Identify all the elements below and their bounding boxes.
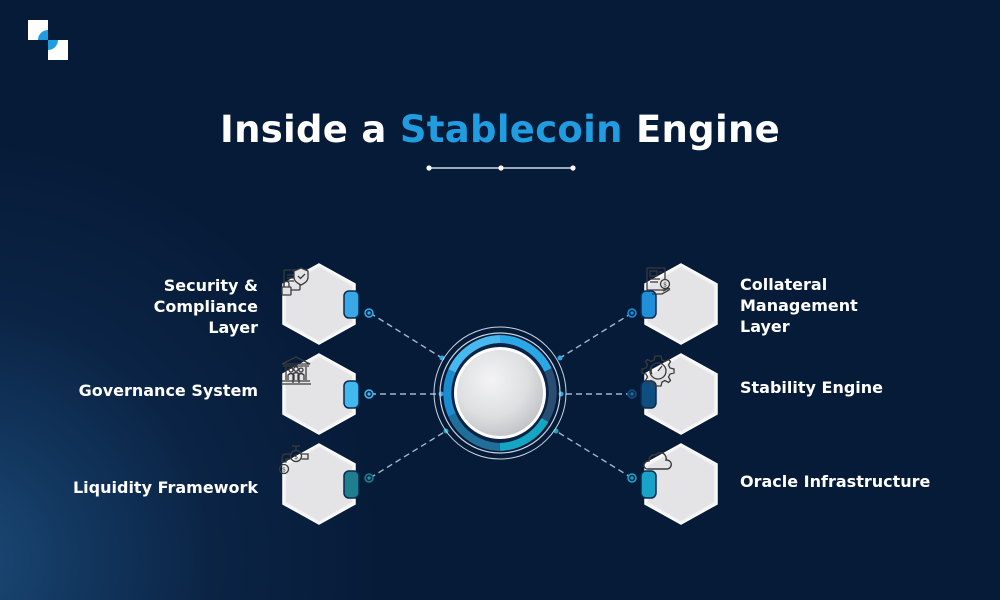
label-security-compliance: Security & Compliance Layer [153,276,258,337]
accent-tab [343,380,360,409]
hex-node-oracle[interactable] [640,443,722,525]
label-stability: Stability Engine [740,378,884,397]
hex-node-collateral[interactable]: $ [640,263,722,345]
institution-people-icon [281,356,311,385]
title-accent: Stablecoin [399,108,623,151]
connector-lines [369,312,633,479]
brand-logo-icon [28,20,68,60]
svg-text:$: $ [663,282,667,289]
page-title: Inside a Stablecoin Engine [0,108,1000,151]
accent-tab [640,290,657,319]
hex-node-liquidity[interactable]: $ $ [278,443,360,525]
accent-tab [640,470,657,499]
title-prefix: Inside a [220,108,400,151]
accent-tab [343,470,360,499]
hex-node-governance[interactable] [278,353,360,435]
hex-node-stability[interactable] [640,353,722,435]
svg-text:$: $ [282,467,286,474]
label-collateral: Collateral Management Layer [740,275,858,336]
gear-gauge-icon [641,355,675,387]
cloud-icon [643,452,672,470]
accent-tab [343,290,360,319]
connector-dots [364,308,637,483]
label-oracle: Oracle Infrastructure [740,472,931,491]
label-governance: Governance System [78,381,258,400]
shield-document-lock-icon [281,267,309,296]
document-coin-hand-icon: $ [646,267,671,295]
hexagon-shape [640,443,718,525]
hex-node-security-compliance[interactable] [278,263,360,345]
accent-tab [640,380,657,409]
title-divider [426,165,576,171]
label-liquidity: Liquidity Framework [72,478,258,497]
center-core [433,326,567,460]
faucet-coin-icon: $ $ [278,445,309,475]
svg-text:$: $ [294,453,298,461]
title-suffix: Engine [622,108,780,151]
